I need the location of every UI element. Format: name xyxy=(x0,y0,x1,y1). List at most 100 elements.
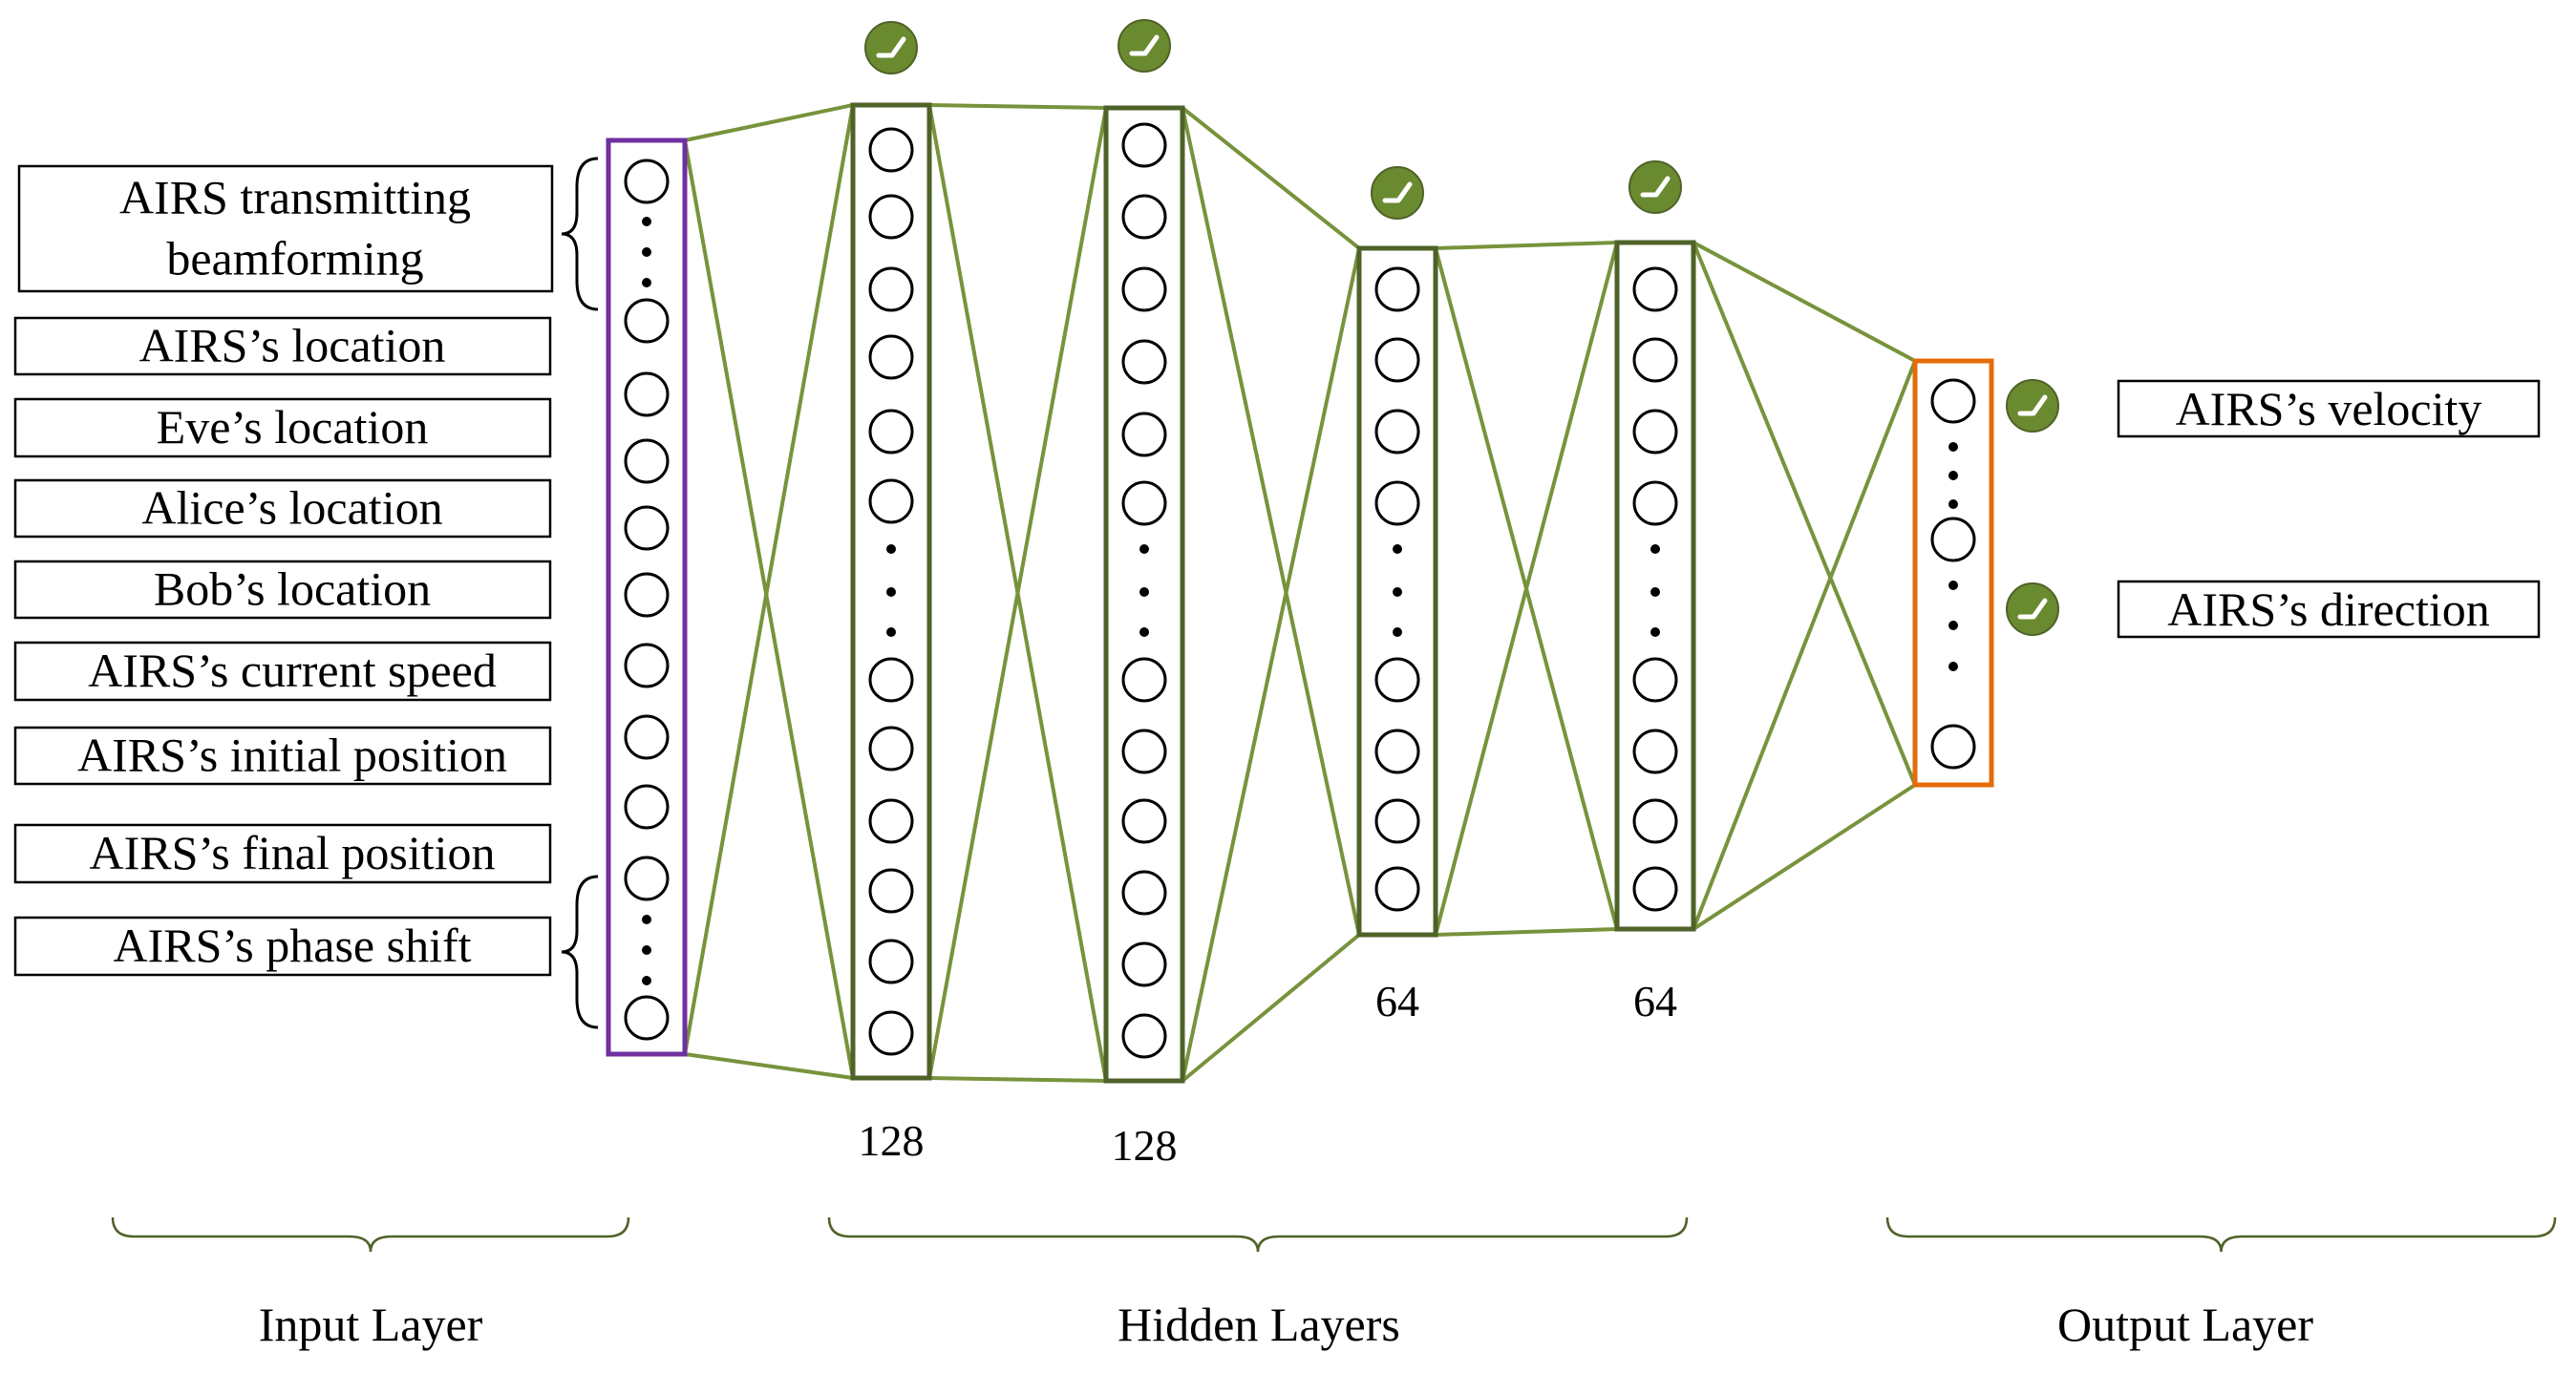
neuron-circle-icon xyxy=(1374,480,1420,526)
activation-icons xyxy=(864,19,2059,636)
ellipsis-dot xyxy=(886,587,896,597)
section-labels: Input Layer Hidden Layers Output Layer xyxy=(111,1216,2557,1351)
output-label-box: AIRS’s velocity xyxy=(2117,379,2541,438)
connection-line xyxy=(1692,241,1916,363)
connection-line xyxy=(928,1076,1107,1083)
input-feature-box: AIRS’s location xyxy=(13,316,552,376)
ellipsis-dot xyxy=(1139,627,1149,637)
connection-line xyxy=(1181,933,1361,1083)
feature-box xyxy=(13,641,552,702)
neuron-circle-icon xyxy=(1374,657,1420,703)
neuron-circle-icon xyxy=(1632,657,1678,703)
neuron-circle-icon xyxy=(624,298,670,344)
connection-line xyxy=(683,104,855,1055)
connection-line xyxy=(1181,106,1361,250)
ellipsis-dot xyxy=(1948,662,1958,671)
output-box xyxy=(2117,379,2541,438)
feature-label: beamforming xyxy=(166,232,423,285)
neuron-circle-icon xyxy=(1374,866,1420,912)
neuron-circle-icon xyxy=(1632,798,1678,844)
neuron-circle-icon xyxy=(1632,266,1678,312)
ellipsis-dot xyxy=(642,945,651,955)
layer-hidden-2 xyxy=(1103,105,1185,1084)
neuron-circle-icon xyxy=(624,995,670,1041)
ellipsis-dot xyxy=(1393,587,1402,597)
input-feature-box: Bob’s location xyxy=(13,560,552,620)
ellipsis-dot xyxy=(1948,581,1958,590)
curly-brace-icon xyxy=(561,875,599,1029)
neuron-circle-icon xyxy=(624,572,670,618)
ellipsis-dot xyxy=(642,915,651,924)
section-label-output: Output Layer xyxy=(2057,1298,2313,1351)
relu-activation-icon xyxy=(1371,166,1424,220)
neuron-circle-icon xyxy=(1374,798,1420,844)
connection-line xyxy=(1181,247,1361,1082)
output-label: AIRS’s direction xyxy=(2167,582,2489,636)
layer-output xyxy=(1912,358,1994,788)
neuron-circle-icon xyxy=(1930,724,1976,770)
neuron-circle-icon xyxy=(1121,1013,1167,1059)
layer-connections xyxy=(683,103,1917,1083)
relu-activation-icon xyxy=(2006,379,2059,433)
neuron-circle-icon xyxy=(1632,729,1678,774)
neuron-circle-icon xyxy=(1121,122,1167,168)
section-label-hidden: Hidden Layers xyxy=(1118,1298,1400,1351)
output-label-box: AIRS’s direction xyxy=(2117,580,2541,639)
section-label-input: Input Layer xyxy=(259,1298,483,1351)
ellipsis-dot xyxy=(642,247,651,257)
connection-line xyxy=(1692,360,1917,930)
neuron-circle-icon xyxy=(1374,729,1420,774)
connection-line xyxy=(1692,783,1917,931)
ellipsis-dot xyxy=(1650,627,1660,637)
feature-label: AIRS’s current speed xyxy=(88,644,497,697)
feature-box xyxy=(13,916,552,977)
neuron-circle-icon xyxy=(868,409,914,454)
layer-box xyxy=(1912,358,1994,788)
feature-box xyxy=(13,726,552,786)
neuron-circle-icon xyxy=(624,714,670,760)
ellipsis-dot xyxy=(1139,587,1149,597)
layer-size-label: 128 xyxy=(1112,1121,1178,1170)
neuron-circle-icon xyxy=(1121,657,1167,703)
neuron-circle-icon xyxy=(868,478,914,524)
neuron-circle-icon xyxy=(1121,480,1167,526)
feature-box xyxy=(13,478,552,539)
neuron-circle-icon xyxy=(868,1010,914,1056)
neuron-circle-icon xyxy=(868,266,914,312)
neuron-circle-icon xyxy=(1121,412,1167,457)
connection-line xyxy=(927,107,1108,1079)
output-box xyxy=(2117,580,2541,639)
connection-line xyxy=(1435,241,1618,250)
neuron-circle-icon xyxy=(1930,517,1976,562)
ellipsis-dot xyxy=(1650,587,1660,597)
neuron-circle-icon xyxy=(1121,729,1167,774)
neuron-circle-icon xyxy=(868,657,914,703)
ellipsis-dot xyxy=(1948,621,1958,630)
neuron-circle-icon xyxy=(1374,409,1420,454)
ellipsis-dot xyxy=(1650,544,1660,554)
neuron-circle-icon xyxy=(1121,194,1167,240)
section-brace xyxy=(111,1216,630,1253)
ellipsis-dot xyxy=(1948,442,1958,452)
feature-box xyxy=(13,397,552,458)
feature-box xyxy=(17,164,554,293)
neuron-circle-icon xyxy=(868,868,914,914)
ellipsis-dot xyxy=(1948,471,1958,480)
neuron-circle-icon xyxy=(624,643,670,688)
ellipsis-dot xyxy=(642,278,651,287)
layer-input xyxy=(606,137,688,1057)
layer-size-label: 64 xyxy=(1375,977,1419,1025)
connection-line xyxy=(1434,242,1619,936)
ellipsis-dot xyxy=(1393,544,1402,554)
ellipsis-dot xyxy=(886,627,896,637)
ellipsis-dot xyxy=(1393,627,1402,637)
ellipsis-dot xyxy=(886,544,896,554)
neuron-circle-icon xyxy=(1632,337,1678,383)
neuron-circle-icon xyxy=(624,505,670,551)
layer-hidden-3 xyxy=(1356,245,1438,938)
